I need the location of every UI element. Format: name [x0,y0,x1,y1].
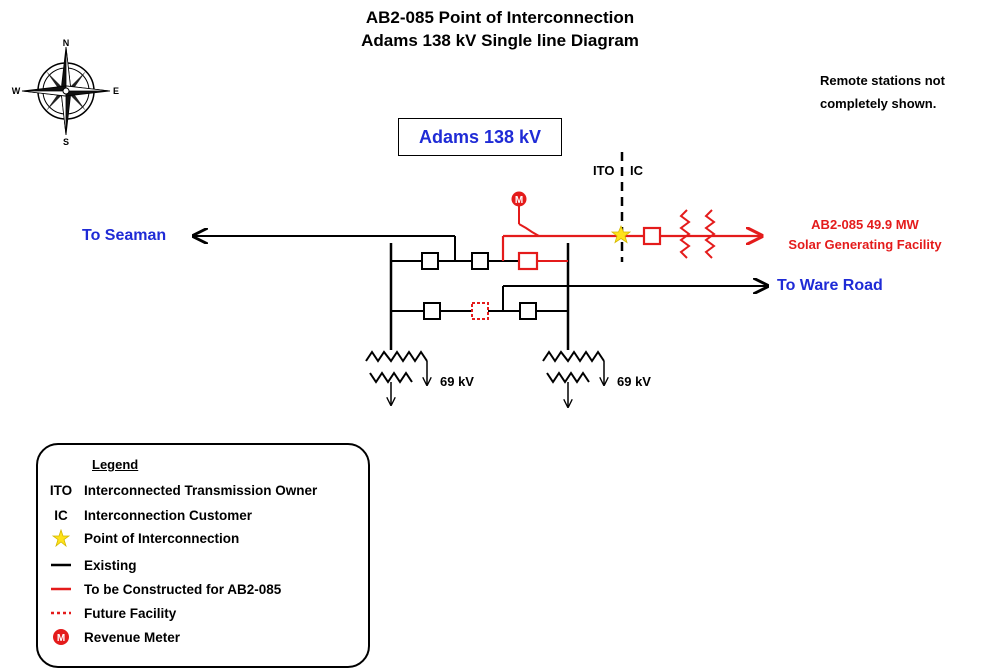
breaker-upper-1 [421,252,439,270]
left-transformer-hv-winding [365,350,428,363]
breaker-upper-new [517,251,539,271]
legend-item-existing: Existing [38,556,137,574]
breaker-lower-1 [423,302,441,320]
compass-diag-sw [46,91,66,111]
meter-link [518,223,540,237]
legend-key-meter-icon: M [38,628,84,646]
legend-key-ito: ITO [49,482,73,498]
legend-label-poi: Point of Interconnection [84,530,240,546]
legend-meter-symbol: M [57,633,65,644]
poi-star-icon [610,224,632,244]
legend-box: Legend ITO Interconnected Transmission O… [36,443,370,668]
compass-s-label: S [63,137,69,147]
legend-label-future: Future Facility [84,605,177,621]
legend-item-new: To be Constructed for AB2-085 [38,580,281,598]
star-icon [52,529,70,547]
left-69kv-label: 69 kV [440,374,474,389]
compass-e-label: E [113,86,119,96]
legend-title: Legend [92,457,139,472]
right-transformer-hv-winding [542,350,605,363]
left-transformer-lv-winding [369,371,413,384]
meter-symbol: M [515,195,523,206]
ic-label: IC [630,163,643,178]
compass-diag-nw [46,71,66,91]
legend-label-existing: Existing [84,557,137,573]
legend-label-ic: Interconnection Customer [84,507,253,523]
diagram-title-line1: AB2-085 Point of Interconnection [365,8,635,27]
compass-n-label: N [63,38,70,48]
to-ware-road-label: To Ware Road [777,277,883,294]
breaker-future [471,302,489,320]
compass-w-label: W [12,86,21,96]
legend-item-ic: IC Interconnection Customer [38,506,252,524]
legend-label-new: To be Constructed for AB2-085 [84,581,282,597]
station-name-box: Adams 138 kV [398,118,562,156]
breaker-lower-3 [519,302,537,320]
breaker-upper-2 [471,252,489,270]
legend-item-ito: ITO Interconnected Transmission Owner [38,481,317,499]
gsu-transformer-coil-1 [679,209,691,259]
revenue-meter-icon [511,191,527,207]
meter-icon: M [53,629,69,645]
red-line-icon [51,587,71,591]
legend-key-star-icon [38,529,84,547]
legend-key-ic: IC [54,507,68,523]
right-transformer-lv-winding [546,371,590,384]
note-line1: Remote stations not [820,73,945,88]
legend-item-meter: M Revenue Meter [38,628,180,646]
legend-key-black-line [38,562,84,568]
legend-label-meter: Revenue Meter [84,629,181,645]
compass-rose-icon: N S W E [12,38,119,147]
red-dotted-line-icon [51,611,71,615]
legend-key-red-line [38,586,84,592]
legend-item-future: Future Facility [38,604,176,622]
facility-label-line2: Solar Generating Facility [788,237,942,252]
legend-label-ito: Interconnected Transmission Owner [84,482,318,498]
legend-key-red-dotted-line [38,610,84,616]
ito-label: ITO [593,163,615,178]
facility-label-line1: AB2-085 49.9 MW [811,217,919,232]
breaker-ic-red [642,226,662,246]
black-line-icon [51,563,71,567]
compass-diag-ne [66,71,86,91]
compass-diag-se [66,91,86,111]
legend-item-poi: Point of Interconnection [38,529,239,547]
gsu-transformer-coil-2 [704,209,716,259]
note-line2: completely shown. [820,96,937,111]
to-seaman-label: To Seaman [82,227,167,244]
diagram-title-line2: Adams 138 kV Single line Diagram [361,31,639,50]
station-name: Adams 138 kV [418,126,542,147]
right-69kv-label: 69 kV [617,374,651,389]
